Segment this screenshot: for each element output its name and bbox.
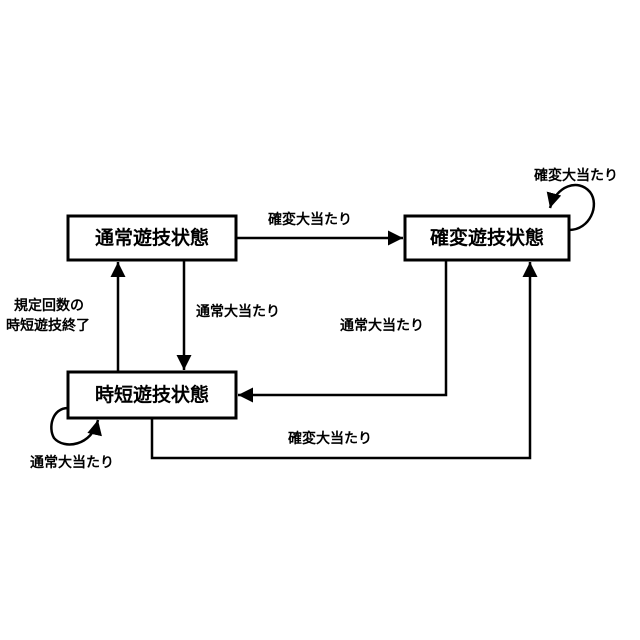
edge-time-short-to-probability	[152, 262, 530, 458]
edge-normal-to-time-short-label: 通常大当たり	[196, 303, 280, 320]
edge-time-short-to-normal-label-line2: 時短遊技終了	[6, 317, 90, 334]
edge-time-short-to-normal-label-line1: 規定回数の	[14, 297, 84, 314]
state-time-short: 時短遊技状態	[68, 372, 236, 418]
edge-probability-to-time-short-label: 通常大当たり	[340, 317, 424, 334]
state-normal-label: 通常遊技状態	[95, 226, 209, 249]
edge-normal-to-probability-label: 確変大当たり	[268, 211, 352, 228]
edge-time-short-to-probability-label: 確変大当たり	[288, 430, 372, 447]
state-time-short-label: 時短遊技状態	[95, 383, 209, 406]
state-probability-change-label: 確変遊技状態	[430, 226, 544, 249]
state-probability-change: 確変遊技状態	[405, 216, 569, 260]
edge-time-short-self-loop-label: 通常大当たり	[30, 454, 114, 471]
edge-probability-self-loop-label: 確変大当たり	[534, 167, 618, 184]
state-normal: 通常遊技状態	[68, 216, 236, 260]
